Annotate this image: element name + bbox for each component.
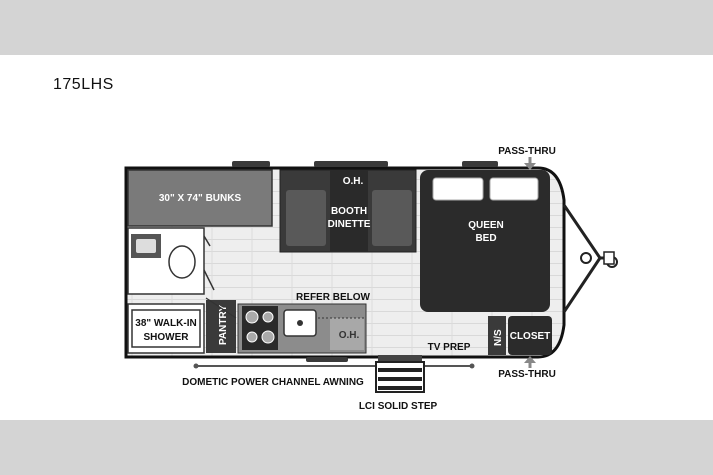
closet <box>508 316 552 355</box>
pillow-right <box>489 177 539 201</box>
booth-label-line2: DINETTE <box>328 219 371 230</box>
window-bottom <box>306 357 348 362</box>
top-band <box>0 0 713 55</box>
walkin-label-line2: SHOWER <box>144 332 190 343</box>
bottom-band <box>0 420 713 475</box>
pantry-label: PANTRY <box>218 305 229 345</box>
queen-label-line1: QUEEN <box>468 220 504 231</box>
pillow-left <box>432 177 484 201</box>
window-top-2 <box>314 161 388 167</box>
window-top-1 <box>232 161 270 167</box>
tv-prep-label: TV PREP <box>428 342 471 353</box>
booth-oh-label: O.H. <box>343 176 364 187</box>
closet-label: CLOSET <box>510 331 551 342</box>
walkin-label-line1: 38" WALK-IN <box>135 318 196 329</box>
pass-thru-top-label: PASS-THRU <box>498 146 556 157</box>
queen-bed <box>420 170 550 312</box>
bunks <box>127 169 273 227</box>
lci-solid-step <box>375 361 425 393</box>
step-label: LCI SOLID STEP <box>359 401 438 412</box>
booth-label-line1: BOOTH <box>331 206 367 217</box>
awning-label: DOMETIC POWER CHANNEL AWNING <box>182 377 364 388</box>
refer-below-label: REFER BELOW <box>296 292 370 303</box>
night-stand <box>488 316 506 355</box>
pass-thru-bottom-label: PASS-THRU <box>498 369 556 380</box>
kitchen-oh-label: O.H. <box>339 330 360 341</box>
window-top-3 <box>462 161 498 167</box>
entry-door <box>378 355 422 361</box>
queen-label-line2: BED <box>475 233 496 244</box>
bunks-label: 30" X 74" BUNKS <box>159 193 242 204</box>
toilet <box>168 245 196 279</box>
ns-label: N/S <box>493 329 504 346</box>
pantry <box>206 300 236 353</box>
model-name: 175LHS <box>53 76 114 93</box>
